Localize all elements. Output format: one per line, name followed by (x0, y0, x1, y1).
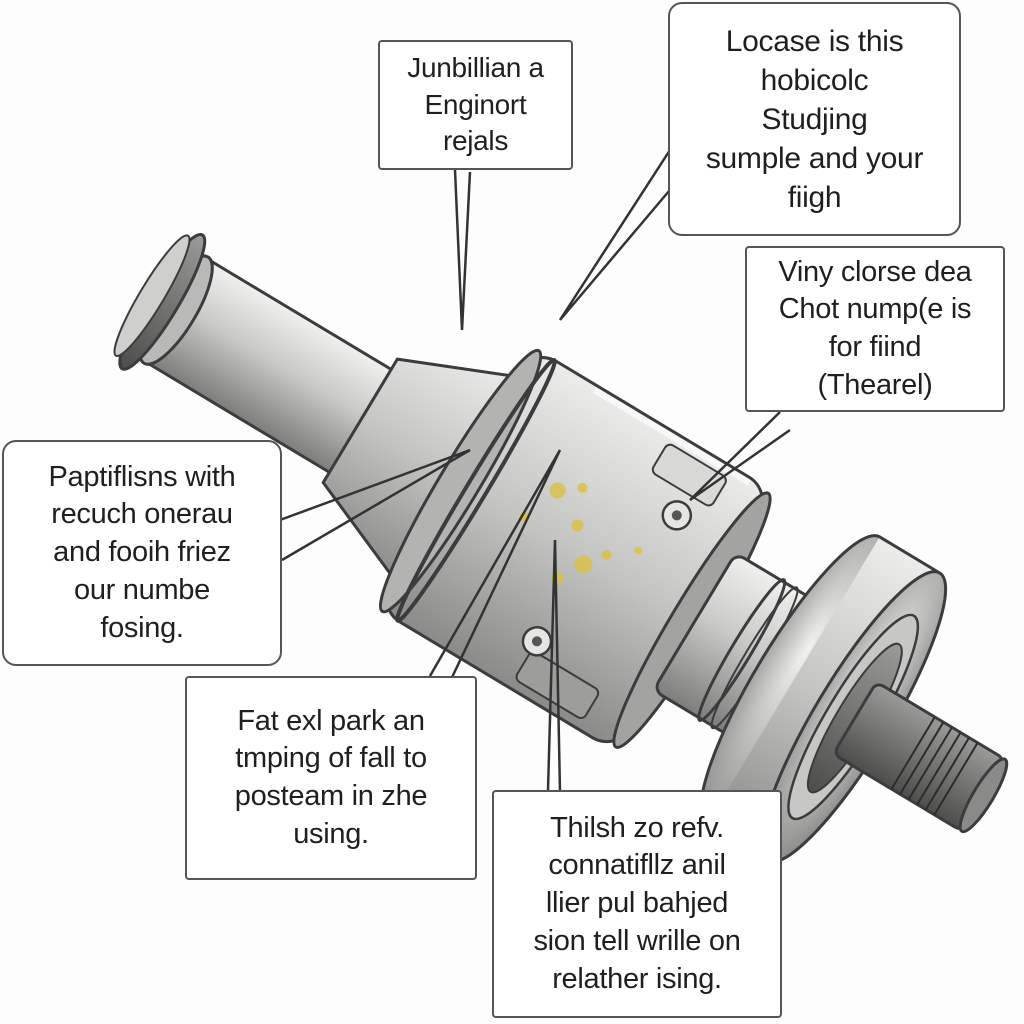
callout-line: Chot nump(e is (778, 293, 972, 326)
callout-line: Paptiflisns with (48, 460, 236, 493)
callout-line: Fat exl park an (237, 704, 425, 737)
output-flange (699, 534, 948, 864)
callout-top-center: Junbillian a Enginort rejals (378, 40, 573, 170)
callout-line: Locase is this (725, 24, 904, 58)
callout-line: fosing. (100, 611, 184, 644)
leader-line-2 (558, 149, 681, 321)
callout-line: Viny clorse dea (778, 255, 972, 288)
callout-line: tmping of fall to (235, 742, 427, 775)
callout-line: Thilsh zo refv. (550, 811, 724, 844)
callout-line: fiigh (787, 180, 842, 214)
callout-line: posteam in zhe (234, 780, 428, 812)
callout-line: rejals (442, 125, 509, 157)
callout-line: hobicolc (760, 63, 869, 97)
callout-bottom-center: Thilsh zo refv. connatifllz anil llier p… (492, 790, 782, 1018)
callout-right: Viny clorse dea Chot nump(e is for fiind… (745, 246, 1005, 412)
callout-bottom-left: Fat exl park an tmping of fall to postea… (185, 676, 477, 880)
callout-line: our numbe (74, 573, 210, 606)
callout-top-right: Locase is this hobicolc Studjing sumple … (668, 2, 961, 236)
leader-line-3 (689, 411, 791, 502)
callout-line: connatifllz anil (548, 849, 726, 882)
callout-line: using. (293, 817, 369, 850)
callout-line: sion tell wrille on (533, 924, 741, 957)
callout-line: (Thearel) (817, 368, 933, 401)
shaft-tube-left (113, 232, 395, 475)
threaded-stub (834, 683, 1009, 834)
leader-line-4 (279, 448, 471, 562)
callout-line: Junbillian a (407, 52, 544, 84)
callout-line: for fiind (828, 331, 922, 363)
callout-line: recuch onerau (51, 498, 233, 531)
callout-line: and fooih friez (53, 536, 231, 569)
callout-left: Paptiflisns with recuch onerau and fooih… (2, 440, 282, 666)
callout-line: sumple and your (705, 141, 924, 175)
leader-line-6 (546, 539, 562, 793)
callout-line: Enginort (424, 88, 527, 120)
leader-lines (279, 149, 791, 793)
callout-line: llier pul bahjed (545, 887, 729, 920)
leader-line-1 (453, 169, 472, 331)
callout-line: relather ising. (552, 962, 722, 995)
callout-line: Studjing (761, 102, 868, 136)
leader-line-5 (428, 449, 562, 691)
